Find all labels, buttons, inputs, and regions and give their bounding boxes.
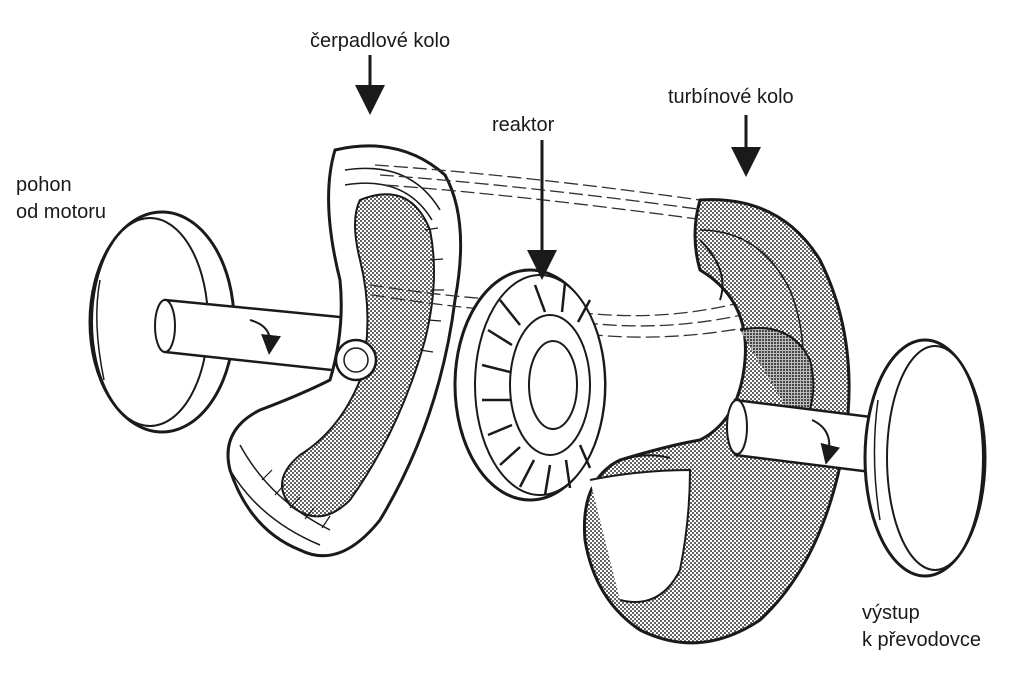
label-output-line2: k převodovce — [862, 629, 981, 651]
input-shaft — [154, 298, 352, 374]
label-turbine-wheel: turbínové kolo — [668, 86, 794, 108]
label-input-drive-line2: od motoru — [16, 201, 107, 223]
label-reactor: reaktor — [492, 114, 555, 136]
label-input-drive: pohon od motoru — [16, 172, 106, 226]
label-output-line1: výstup — [862, 602, 920, 624]
reactor — [453, 268, 607, 502]
label-pump-wheel: čerpadlové kolo — [310, 30, 451, 52]
output-rotation-arrow-icon — [811, 419, 841, 465]
output-disc — [863, 338, 987, 578]
label-output: výstup k převodovce — [862, 600, 981, 654]
label-input-drive-line1: pohon — [16, 174, 72, 196]
pump-wheel — [226, 144, 463, 558]
rotation-arrow-icon — [249, 319, 281, 355]
